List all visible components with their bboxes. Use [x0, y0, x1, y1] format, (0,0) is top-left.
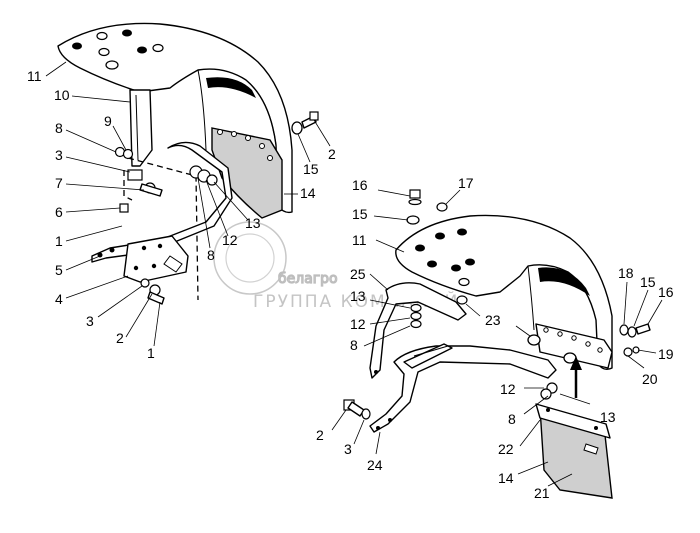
left-fasteners: [114, 146, 165, 305]
callout-label: 13: [600, 409, 616, 425]
callout-label: 12: [222, 232, 238, 248]
callout-label: 24: [367, 457, 383, 473]
callout-label: 8: [508, 411, 516, 427]
right-fender-holes: [415, 228, 475, 287]
fender-mounting-holes: [72, 29, 164, 70]
callout-label: 12: [350, 316, 366, 332]
right-fasteners: [343, 189, 651, 420]
callout-label: 23: [485, 312, 501, 328]
callout-label: 14: [498, 470, 514, 486]
callout-label: 8: [55, 120, 63, 136]
left-fender-assembly: [57, 22, 319, 305]
callout-label: 15: [640, 274, 656, 290]
right-lower-arm: [369, 345, 557, 433]
callout-label: 9: [104, 113, 112, 129]
callout-label: 6: [55, 204, 63, 220]
right-upper-arm: [369, 282, 467, 379]
callout-label: 14: [300, 185, 316, 201]
callout-label: 8: [207, 247, 215, 263]
callout-label: 16: [658, 284, 674, 300]
callout-label: 13: [350, 288, 366, 304]
callout-label: 15: [303, 161, 319, 177]
callout-label: 2: [328, 146, 336, 162]
callouts-right: 16 17 15 11 25 13 12 8 23 18 15 16 19 20…: [316, 175, 674, 501]
callout-label: 20: [642, 371, 658, 387]
left-arm-bolts: [189, 165, 218, 186]
leader-lines: [45, 61, 663, 487]
callout-label: 11: [27, 68, 42, 84]
callout-label: 1: [147, 345, 155, 361]
callout-label: 4: [55, 291, 63, 307]
watermark-brand: белагро: [278, 271, 338, 287]
callout-label: 19: [658, 346, 674, 362]
left-mounting-plate: [123, 235, 189, 283]
callout-label: 10: [54, 87, 70, 103]
callout-label: 16: [352, 177, 368, 193]
callout-label: 2: [116, 330, 124, 346]
callout-label: 21: [534, 485, 550, 501]
callout-label: 17: [458, 175, 474, 191]
callout-label: 13: [245, 215, 261, 231]
left-mud-flap: [211, 127, 283, 219]
callout-label: 12: [500, 381, 516, 397]
callout-label: 11: [352, 232, 367, 248]
right-fender-assembly: [343, 189, 651, 499]
callout-label: 2: [316, 427, 324, 443]
callout-label: 3: [55, 147, 63, 163]
left-vertical-bracket: [129, 89, 153, 167]
callout-label: 25: [350, 266, 366, 282]
callout-label: 18: [618, 265, 634, 281]
callout-label: 3: [344, 441, 352, 457]
callout-label: 15: [352, 206, 368, 222]
right-flap-clamp: [535, 403, 611, 439]
callout-label: 22: [498, 441, 514, 457]
callout-label: 8: [350, 337, 358, 353]
callout-label: 5: [55, 262, 63, 278]
callout-label: 3: [86, 313, 94, 329]
callout-label: 7: [55, 175, 63, 191]
callout-label: 1: [55, 233, 63, 249]
callouts-left: 11 10 9 8 3 7 6 1 5 4 3 2 1 8 12 13 14 1…: [27, 68, 336, 361]
